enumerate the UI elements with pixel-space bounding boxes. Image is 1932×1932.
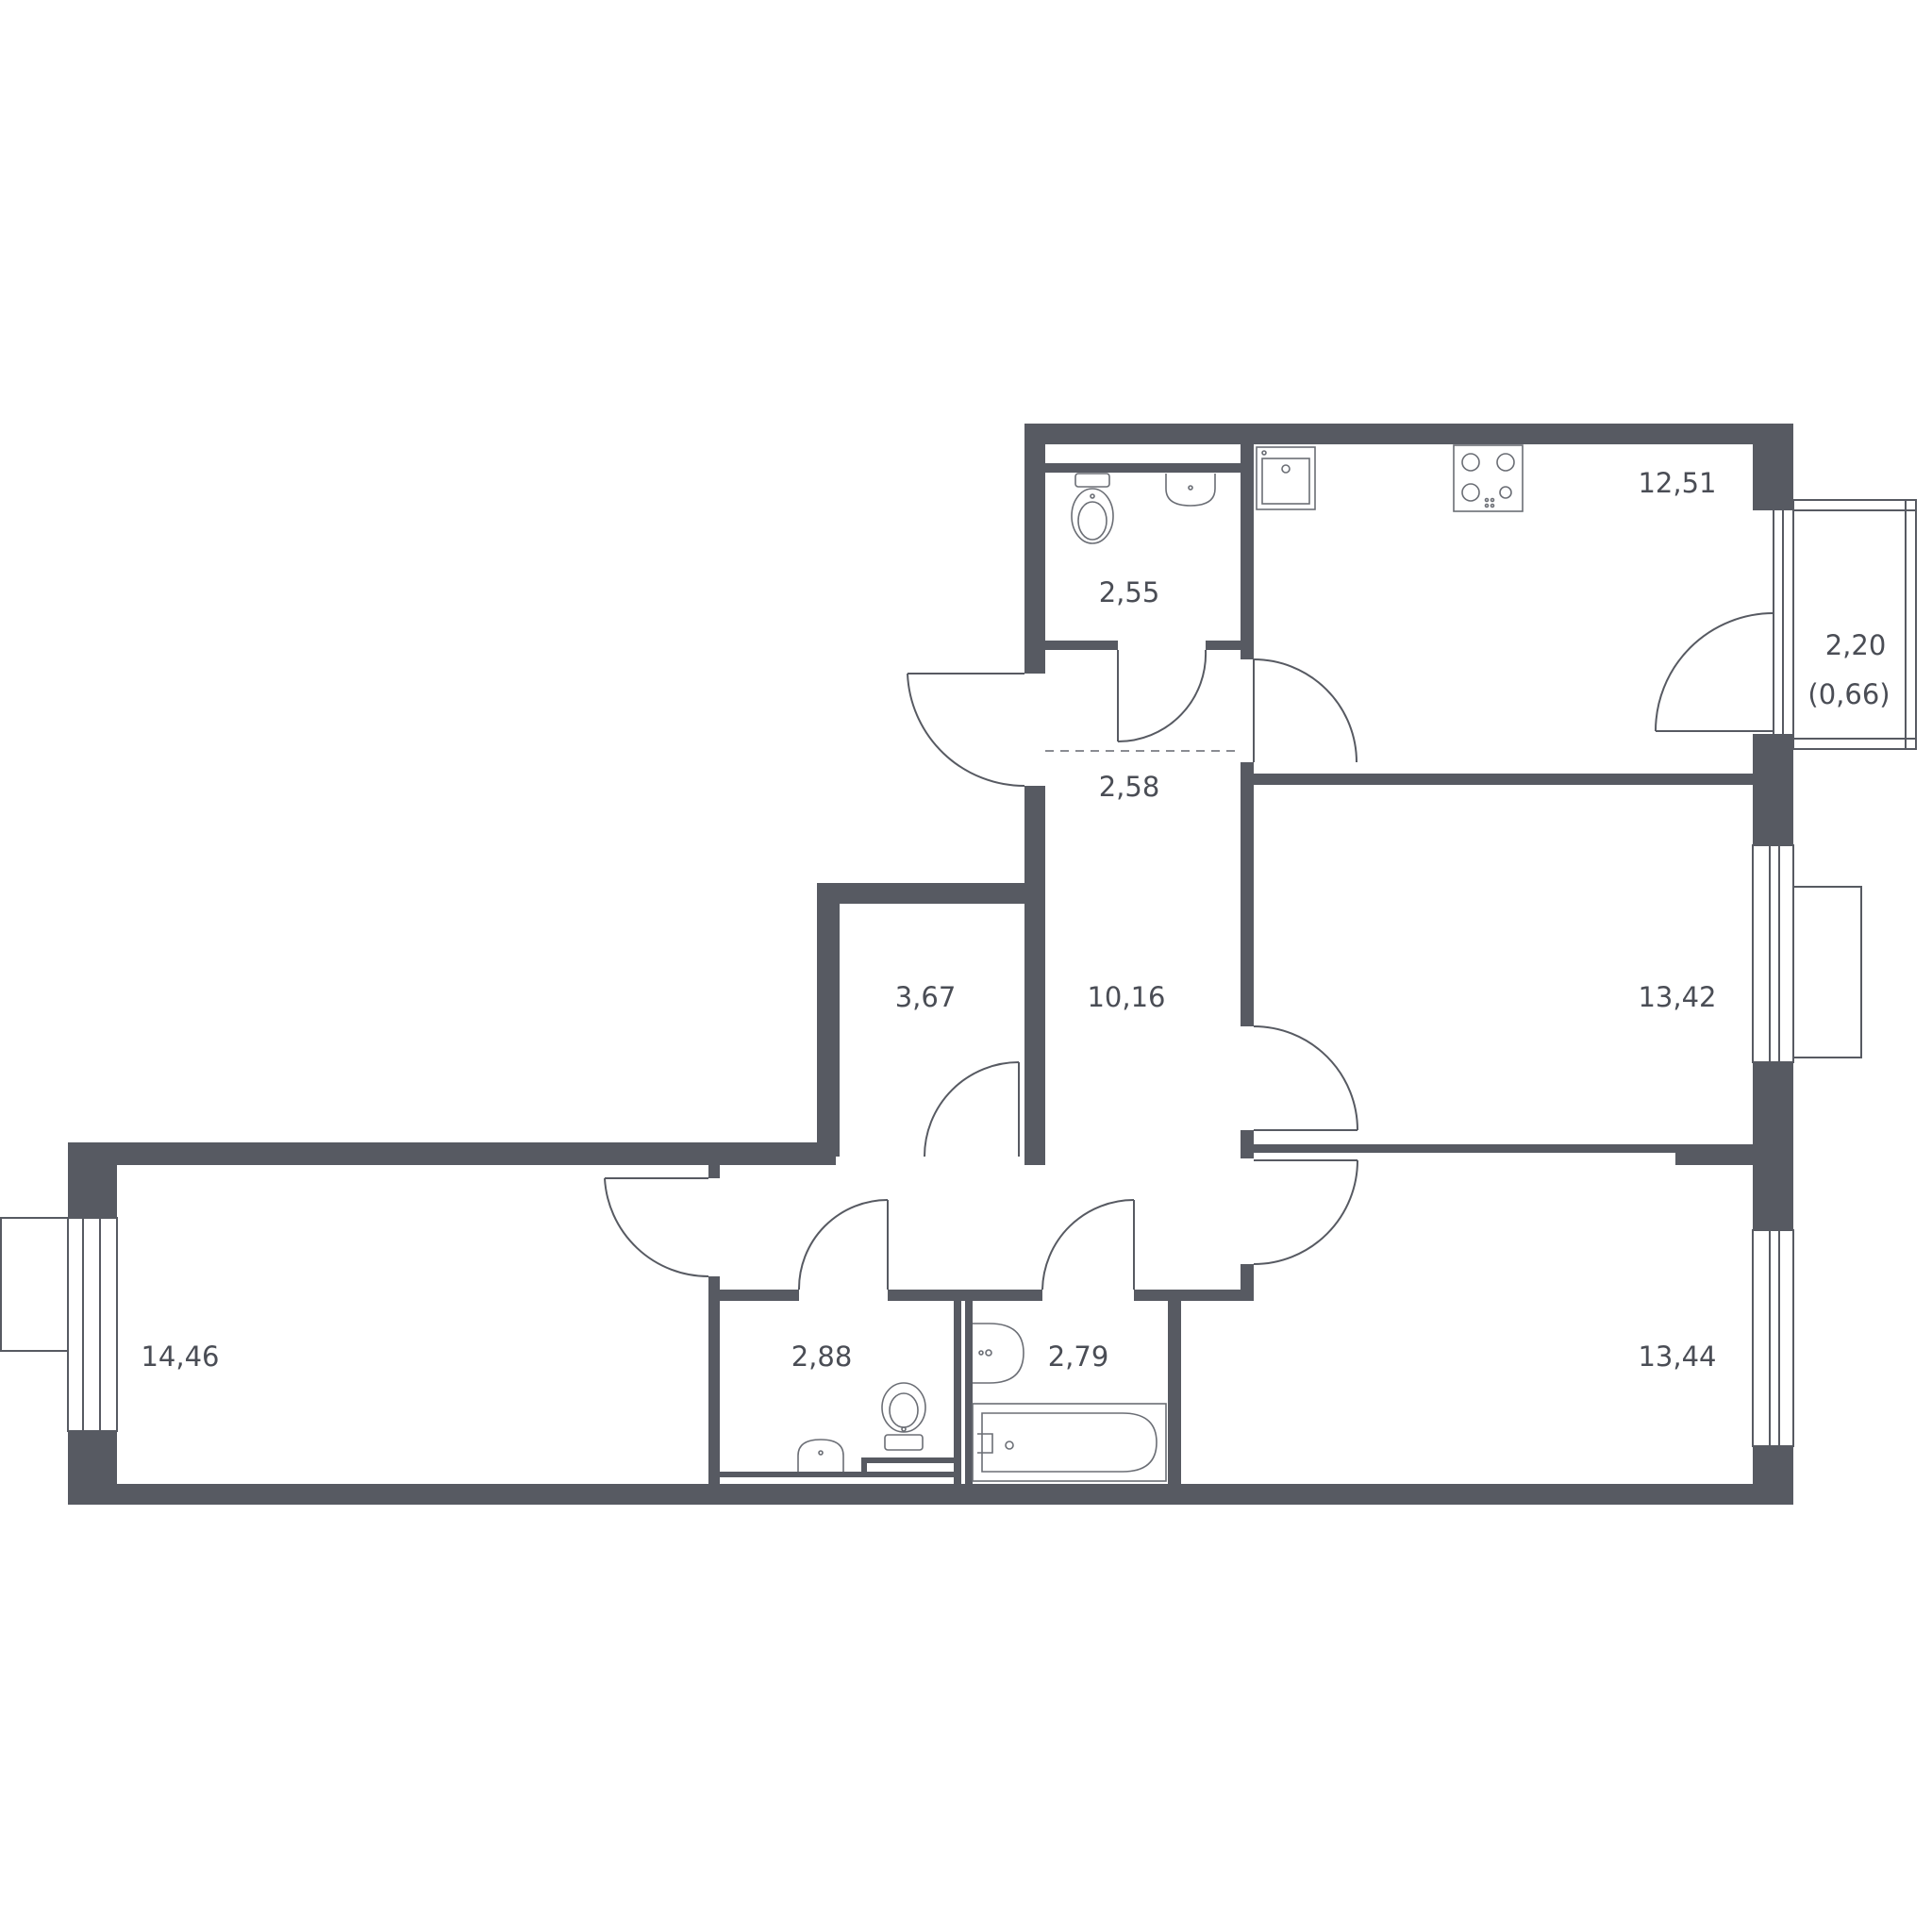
room-area-wc-lower: 2,88 (791, 1341, 853, 1373)
walls (68, 424, 1793, 1505)
windows (0, 499, 1917, 1447)
kitchen-sink-icon (1256, 446, 1316, 510)
room-area-storage: 3,67 (895, 981, 957, 1013)
room-area-balcony-reduced: (0,66) (1807, 678, 1890, 710)
sink-icon (797, 1439, 844, 1472)
room-area-bedroom-right-lower: 13,44 (1638, 1341, 1716, 1373)
room-area-balcony: 2,20 (1825, 629, 1887, 661)
sink-icon (1165, 474, 1216, 507)
room-area-bathroom: 2,79 (1048, 1341, 1109, 1373)
room-labels: 2,55 12,51 2,20 (0,66) 2,58 3,67 10,16 1… (141, 467, 1890, 1373)
fixtures (797, 444, 1524, 1482)
room-area-hall-upper: 2,58 (1099, 771, 1160, 803)
toilet-icon (881, 1382, 926, 1451)
bathtub-icon (972, 1403, 1167, 1482)
room-area-kitchen: 12,51 (1638, 467, 1716, 499)
stove-icon (1453, 444, 1524, 512)
doors (604, 612, 1774, 1291)
room-area-corridor: 10,16 (1087, 981, 1165, 1013)
room-area-wc-upper: 2,55 (1099, 576, 1160, 608)
sink-icon (973, 1323, 1024, 1384)
toilet-icon (1071, 473, 1114, 544)
room-area-bedroom-right-upper: 13,42 (1638, 981, 1716, 1013)
room-area-bedroom-left: 14,46 (141, 1341, 219, 1373)
